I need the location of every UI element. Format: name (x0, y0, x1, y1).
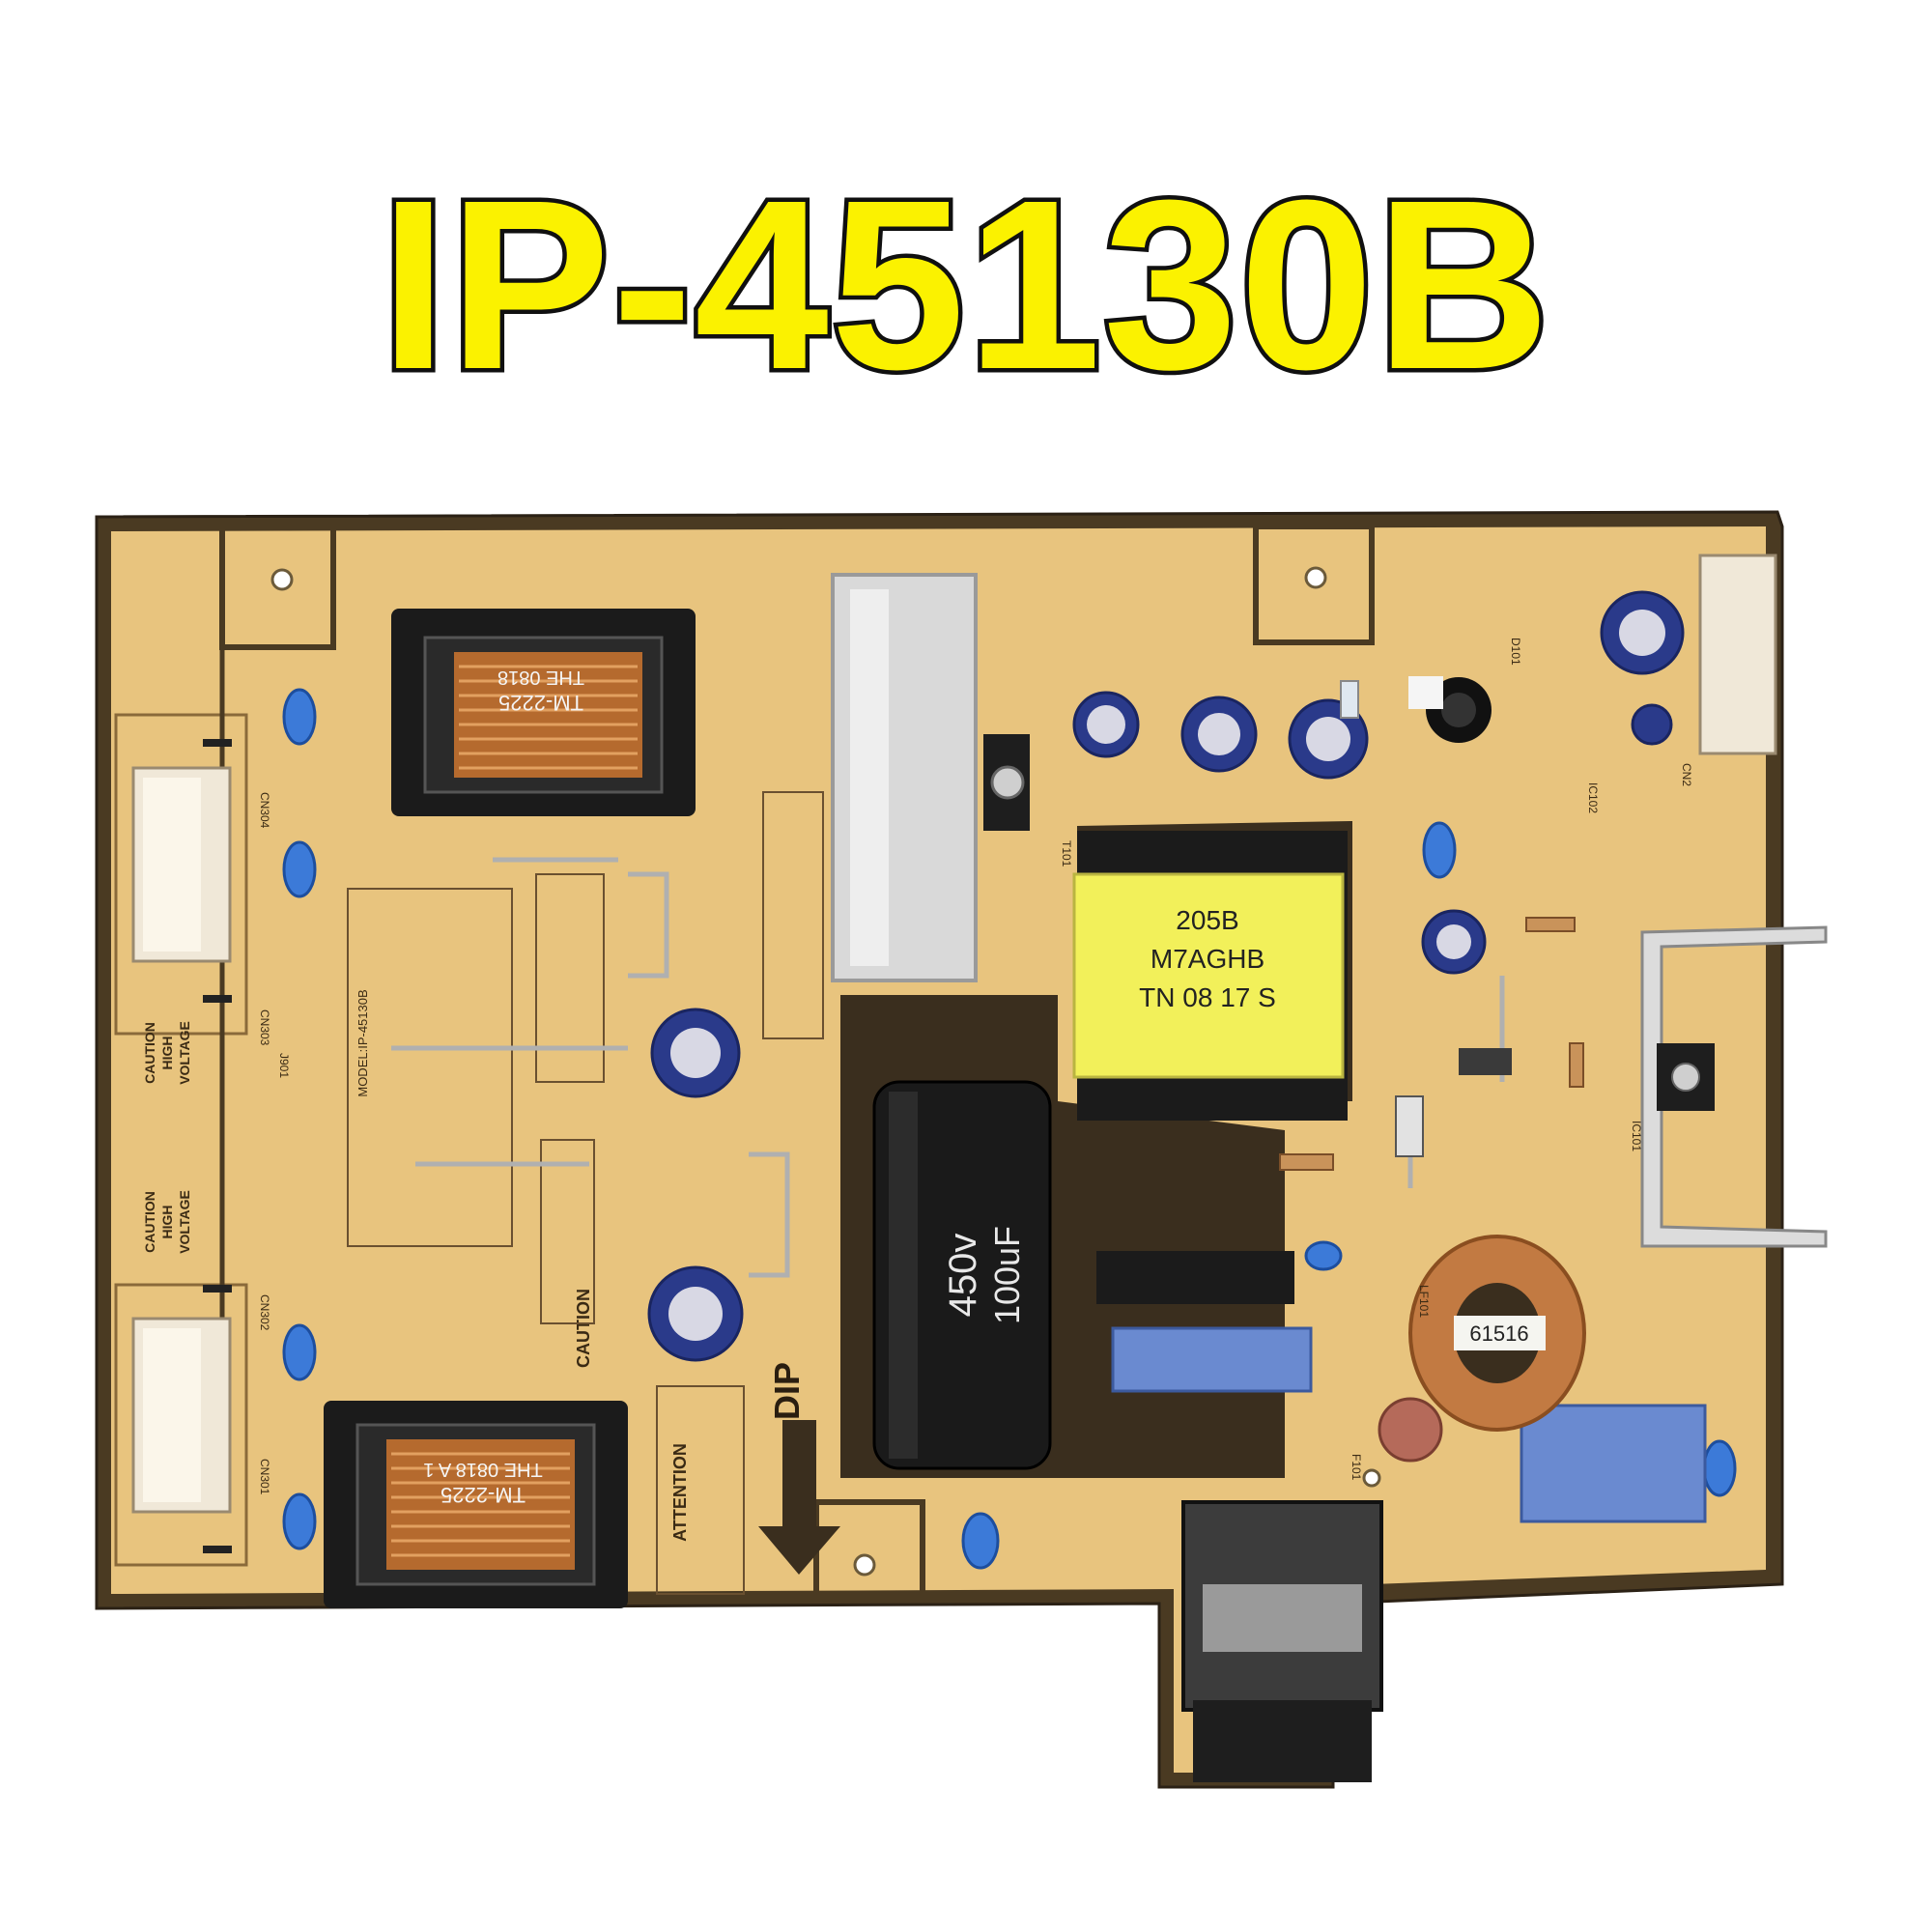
ac-inlet-plug (1193, 1700, 1372, 1782)
transformer-bottom-winding (386, 1439, 575, 1570)
ntc-thermistor (1378, 1397, 1443, 1463)
silkscreen-caution: CAUTION (574, 1289, 593, 1368)
main-transformer-line-2: M7AGHB (1151, 944, 1264, 974)
silkscreen-attention-box (656, 1385, 745, 1595)
silkscreen-hv-2-line1: CAUTION (142, 1191, 157, 1253)
main-transformer-line-1: 205B (1176, 905, 1238, 935)
bridge-rectifier (1096, 1251, 1294, 1304)
bulk-capacitor-cap: 100uF (987, 1226, 1027, 1324)
label-d101: D101 (1509, 638, 1522, 666)
silkscreen-hv-1-line2: HIGH (159, 1037, 175, 1070)
label-f101: F101 (1350, 1454, 1363, 1481)
silkscreen-hv-1-line1: CAUTION (142, 1022, 157, 1084)
choke-lf101-tag (1454, 1316, 1546, 1350)
capacitors-top-group (647, 590, 1685, 1362)
silkscreen-grid-box (762, 791, 824, 1039)
heatsink-highlight (850, 589, 889, 966)
small-diodes (1279, 676, 1584, 1171)
silkscreen-connector-labels: CN304 CN303 CN302 CN301 CN2 T101 LF101 F… (258, 638, 1693, 1495)
label-cn301: CN301 (258, 1459, 271, 1495)
jumper-wires (391, 857, 1505, 1278)
silkscreen-hv-2-line2: HIGH (159, 1206, 175, 1239)
left-frame-lower (114, 1283, 248, 1567)
label-cn303: CN303 (258, 1009, 271, 1046)
main-transformer-label (1072, 872, 1345, 1079)
mount-hole-top-left (270, 568, 294, 591)
heatsink-screw (990, 765, 1025, 800)
silkscreen-hv-1-line3: VOLTAGE (177, 1021, 192, 1085)
label-cn304: CN304 (258, 792, 271, 829)
bulk-capacitor (872, 1080, 1052, 1470)
label-cn2: CN2 (1680, 763, 1693, 786)
ic101-screw (1671, 1063, 1700, 1092)
silkscreen-hv-2-line3: VOLTAGE (177, 1190, 192, 1254)
silkscreen-dip: DIP (767, 1362, 807, 1420)
label-lf101: LF101 (1417, 1285, 1431, 1318)
mount-hole-bottom (853, 1553, 876, 1577)
transformer-top-label-2: THE 0818 (497, 667, 584, 688)
silkscreen-dip-arrow (758, 1420, 840, 1575)
label-t101: T101 (1060, 840, 1073, 867)
label-j901: J901 (277, 1053, 291, 1078)
label-ic101: IC101 (1630, 1121, 1643, 1151)
silkscreen-model: MODEL:IP-45130B (355, 989, 370, 1096)
transformer-bottom-label-1: TM-2225 (440, 1483, 526, 1507)
silkscreen-attention: ATTENTION (670, 1443, 690, 1542)
ac-inlet-metal (1203, 1584, 1362, 1652)
transformer-top-label-1: TM-2225 (498, 691, 583, 715)
left-frame-upper (114, 713, 248, 1036)
right-bracket (1640, 925, 1828, 1248)
transformer-top-winding (454, 652, 642, 778)
connector-cn2 (1698, 554, 1777, 755)
silkscreen-date-box (535, 873, 605, 1083)
main-transformer-line-3: TN 08 17 S (1139, 982, 1276, 1012)
transformer-bottom-winding-lines (391, 1452, 570, 1557)
bulk-capacitor-stripe (889, 1092, 918, 1459)
connector-cn302-face (143, 1328, 201, 1502)
choke-lf101-label: 61516 (1469, 1321, 1528, 1346)
ceramic-caps (282, 688, 1737, 1570)
x-capacitor-c102 (1111, 1326, 1313, 1393)
x-capacitor-c103 (1520, 1404, 1707, 1523)
mount-hole-right (1362, 1468, 1381, 1488)
silkscreen-caution-box (540, 1139, 595, 1324)
bulk-capacitor-rating: 450v (942, 1234, 984, 1318)
transformer-top-winding-lines (459, 665, 638, 770)
connector-cn304-face (143, 778, 201, 952)
mount-hole-top-right (1304, 566, 1327, 589)
label-cn302: CN302 (258, 1294, 271, 1331)
mount-box-top-right (1253, 524, 1375, 645)
transformer-bottom-label-2: THE 0818 A 1 (423, 1459, 542, 1480)
silkscreen-model-box (347, 888, 513, 1247)
connector-pins-left (203, 739, 232, 1553)
label-ic102: IC102 (1586, 782, 1600, 813)
product-title: IP-45130B (376, 150, 1554, 419)
